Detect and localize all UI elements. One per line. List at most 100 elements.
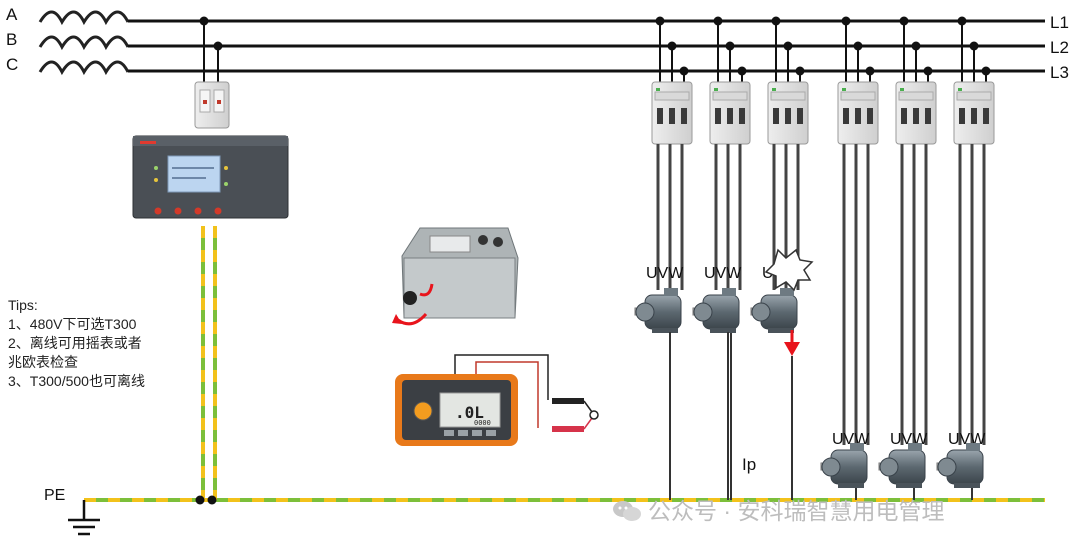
fault-arrow-head	[784, 342, 800, 356]
motor-terminal-box	[722, 288, 736, 296]
bus-junction	[667, 41, 677, 51]
motor-terminal-label: UVW	[646, 265, 684, 282]
bus-junction	[853, 41, 863, 51]
megger-tester	[392, 227, 519, 326]
bus-lines	[128, 19, 1045, 73]
motor-feet	[768, 328, 794, 333]
tips-block: Tips: 1、480V下可选T300 2、离线可用摇表或者 兆欧表检查 3、T…	[8, 296, 145, 391]
bus-junction	[783, 41, 793, 51]
test-leads	[454, 354, 599, 432]
motor-feet	[896, 483, 922, 488]
bus-junction	[737, 66, 747, 76]
fault-burst-icon	[764, 248, 814, 292]
breaker-label-plate	[770, 91, 806, 101]
motor-feet	[838, 483, 864, 488]
breaker-toggle	[797, 108, 803, 124]
breaker-toggle	[785, 108, 791, 124]
breaker-label-plate	[956, 91, 992, 101]
line-label-l2: L2	[1050, 38, 1069, 57]
breaker-toggle	[727, 108, 733, 124]
breaker-label-plate	[654, 91, 690, 101]
watermark-text: 公众号 · 安科瑞智慧用电管理	[648, 498, 945, 524]
breaker-indicator	[714, 88, 718, 91]
motor-feet	[710, 328, 736, 333]
tester-display: .0L	[455, 403, 484, 422]
breaker-toggle	[855, 108, 861, 124]
motor-terminal-box	[780, 288, 794, 296]
breaker-toggle	[843, 108, 849, 124]
breaker-indicator	[900, 88, 904, 91]
breaker-toggle	[657, 108, 663, 124]
breaker-toggle	[925, 108, 931, 124]
pe-label: PE	[44, 487, 65, 504]
breaker-indicator	[772, 88, 776, 91]
bus-junction	[981, 66, 991, 76]
motor-terminal-box	[664, 288, 678, 296]
breaker-indicator	[958, 88, 962, 91]
breaker-toggle	[773, 108, 779, 124]
bus-junction	[923, 66, 933, 76]
breaker-toggle	[983, 108, 989, 124]
breaker-toggle	[715, 108, 721, 124]
digital-tester	[395, 374, 518, 446]
motor-endcap	[635, 302, 655, 322]
bus-junction	[725, 41, 735, 51]
bus-junction	[911, 41, 921, 51]
motor-endcap	[821, 457, 841, 477]
pe-junction	[195, 495, 205, 505]
breaker-toggle	[901, 108, 907, 124]
monitor-feed	[199, 16, 223, 90]
breaker-toggle	[681, 108, 687, 124]
tips-item: 3、T300/500也可离线	[8, 373, 145, 389]
breaker-toggle	[739, 108, 745, 124]
bus-junction	[679, 66, 689, 76]
breaker-label-plate	[898, 91, 934, 101]
phase-label-a: A	[6, 5, 18, 24]
breaker-indicator	[842, 88, 846, 91]
pe-conductor	[84, 226, 1045, 502]
tester-sub-display: 0000	[474, 419, 491, 427]
ip-label: Ip	[742, 455, 756, 474]
pe-junction	[207, 495, 217, 505]
bus-junction	[795, 66, 805, 76]
bus-junction	[655, 16, 665, 26]
breaker-indicator	[656, 88, 660, 91]
fuse-holder	[194, 81, 230, 129]
motor-terminal-box	[850, 443, 864, 451]
motor-terminal-box	[966, 443, 980, 451]
line-label-l3: L3	[1050, 63, 1069, 82]
motor-endcap	[879, 457, 899, 477]
breaker-toggle	[913, 108, 919, 124]
phase-label-b: B	[6, 30, 17, 49]
motor-terminal-label: UVW	[704, 265, 742, 282]
watermark: 公众号 · 安科瑞智慧用电管理	[612, 492, 944, 526]
insulation-monitor	[132, 135, 289, 219]
motor-terminal-box	[908, 443, 922, 451]
bus-junction	[957, 16, 967, 26]
tips-item: 1、480V下可选T300	[8, 316, 137, 332]
breaker-toggle	[867, 108, 873, 124]
ground-symbol	[68, 500, 100, 536]
breaker-label-plate	[840, 91, 876, 101]
transformer-coils	[38, 10, 130, 76]
feeder-group: UVWUVWUVWUVWUVWUVW	[634, 16, 995, 500]
line-label-l1: L1	[1050, 13, 1069, 32]
motor-feet	[954, 483, 980, 488]
breaker-label-plate	[712, 91, 748, 101]
motor-endcap	[751, 302, 771, 322]
tips-item: 兆欧表检查	[8, 354, 78, 370]
breaker-toggle	[959, 108, 965, 124]
motor-endcap	[937, 457, 957, 477]
bus-junction	[865, 66, 875, 76]
wechat-icon	[613, 501, 641, 521]
breaker-toggle	[669, 108, 675, 124]
bus-junction	[899, 16, 909, 26]
bus-junction	[713, 16, 723, 26]
breaker-toggle	[971, 108, 977, 124]
bus-junction	[969, 41, 979, 51]
bus-junction	[771, 16, 781, 26]
tips-title: Tips:	[8, 297, 38, 313]
motor-feet	[652, 328, 678, 333]
phase-label-c: C	[6, 55, 18, 74]
